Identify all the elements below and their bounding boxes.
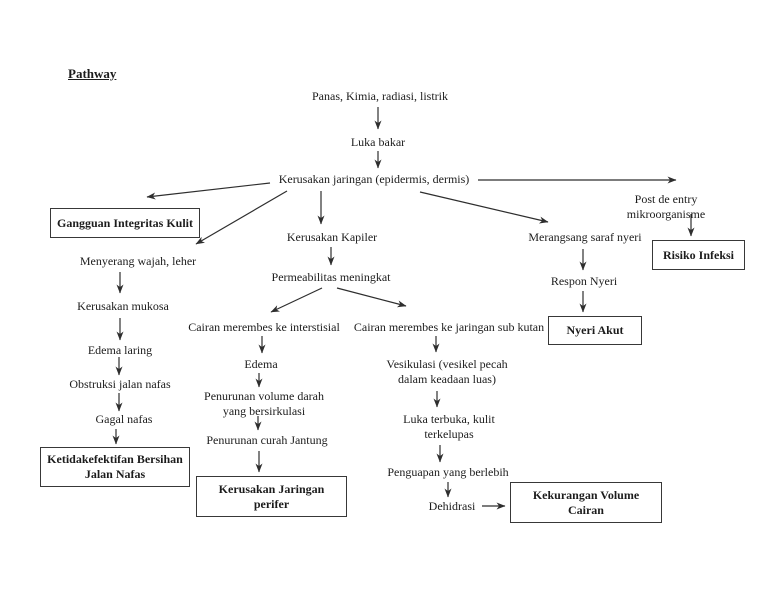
node-edema: Edema	[244, 357, 278, 371]
node-gagal-nafas: Gagal nafas	[95, 412, 153, 426]
node-penurunan-curah: Penurunan curah Jantung	[206, 433, 328, 447]
node-respon-nyeri: Respon Nyeri	[550, 274, 618, 288]
node-edema-laring: Edema laring	[87, 343, 153, 357]
node-penurunan-volume: Penurunan volume darah yang bersirkulasi	[204, 389, 324, 418]
node-gangguan-integritas-kulit: Gangguan Integritas Kulit	[50, 208, 200, 238]
node-luka-bakar: Luka bakar	[350, 135, 406, 149]
node-menyerang-wajah: Menyerang wajah, leher	[79, 254, 197, 268]
arrow-permeabilitas-to-cairan-interstisial	[270, 287, 323, 313]
node-cairan-subkutan: Cairan merembes ke jaringan sub kutan	[353, 320, 545, 334]
node-dehidrasi: Dehidrasi	[428, 499, 476, 513]
node-kerusakan-mukosa: Kerusakan mukosa	[77, 299, 169, 313]
arrow-kerusakan-jaringan-to-merangsang	[419, 191, 549, 224]
node-kerusakan-kapiler: Kerusakan Kapiler	[286, 230, 378, 244]
arrow-permeabilitas-to-cairan-subkutan	[336, 287, 407, 308]
node-permeabilitas: Permeabilitas meningkat	[271, 270, 391, 284]
node-penguapan: Penguapan yang berlebih	[387, 465, 509, 479]
arrow-kerusakan-jaringan-to-menyerang	[195, 190, 288, 245]
node-panas-kimia: Panas, Kimia, radiasi, listrik	[312, 89, 448, 103]
node-obstruksi: Obstruksi jalan nafas	[69, 377, 171, 391]
page-title: Pathway	[68, 66, 117, 81]
node-luka-terbuka: Luka terbuka, kulit terkelupas	[403, 412, 495, 441]
node-post-entry: Post de entry mikroorganisme	[626, 192, 706, 221]
node-nyeri-akut: Nyeri Akut	[548, 316, 642, 345]
node-merangsang-saraf: Merangsang saraf nyeri	[528, 230, 642, 244]
node-ketidakefektifan-bersihan: Ketidakefektifan Bersihan Jalan Nafas	[40, 447, 190, 487]
node-cairan-interstisial: Cairan merembes ke interstisial	[188, 320, 340, 334]
node-risiko-infeksi: Risiko Infeksi	[652, 240, 745, 270]
arrow-kerusakan-jaringan-to-gangguan	[146, 182, 271, 200]
node-kerusakan-jaringan: Kerusakan jaringan (epidermis, dermis)	[278, 172, 470, 186]
node-kerusakan-jaringan-perifer: Kerusakan Jaringan perifer	[196, 476, 347, 517]
node-vesikulasi: Vesikulasi (vesikel pecah dalam keadaan …	[386, 357, 508, 386]
node-kekurangan-volume-cairan: Kekurangan Volume Cairan	[510, 482, 662, 523]
